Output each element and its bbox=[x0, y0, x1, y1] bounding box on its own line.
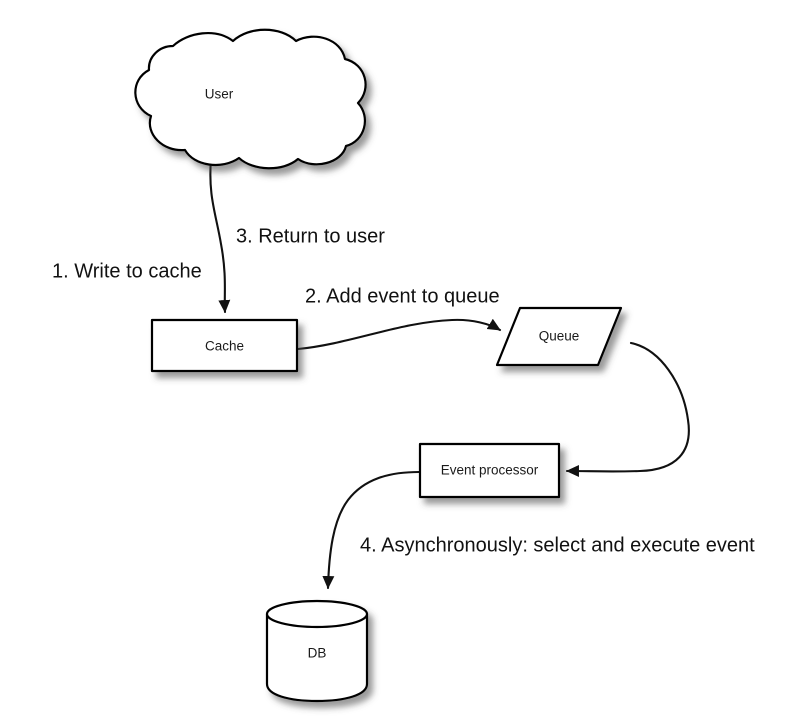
edge-user-to-cache bbox=[209, 157, 231, 314]
step-label-1: 1. Write to cache bbox=[52, 260, 202, 282]
event-processor-rect-shape bbox=[418, 442, 561, 499]
step-label-layer: 1. Write to cache 2. Add event to queue … bbox=[52, 225, 755, 556]
step-label-2: 2. Add event to queue bbox=[305, 285, 500, 307]
node-queue[interactable]: Queue bbox=[495, 306, 623, 367]
node-user-label: User bbox=[205, 87, 234, 102]
edge-layer bbox=[209, 157, 690, 590]
node-queue-label: Queue bbox=[539, 329, 580, 344]
node-event-processor[interactable]: Event processor bbox=[418, 442, 561, 499]
step-label-4: 4. Asynchronously: select and execute ev… bbox=[360, 534, 755, 556]
user-cloud-shape bbox=[134, 28, 367, 170]
node-cache-label: Cache bbox=[205, 339, 244, 354]
node-user[interactable]: User bbox=[134, 28, 367, 170]
step-label-3: 3. Return to user bbox=[236, 225, 385, 247]
cache-rect-shape bbox=[150, 318, 299, 373]
db-cylinder-top bbox=[265, 599, 369, 629]
queue-parallelogram-shape bbox=[495, 306, 623, 367]
node-cache[interactable]: Cache bbox=[150, 318, 299, 373]
node-db-label: DB bbox=[308, 646, 327, 661]
edge-queue-to-event-processor bbox=[565, 341, 690, 477]
db-cylinder-body bbox=[265, 612, 369, 703]
edge-event-processor-to-db bbox=[322, 470, 421, 590]
node-event-processor-label: Event processor bbox=[441, 463, 539, 478]
edge-cache-to-queue bbox=[296, 318, 502, 351]
node-db[interactable]: DB bbox=[265, 599, 369, 703]
